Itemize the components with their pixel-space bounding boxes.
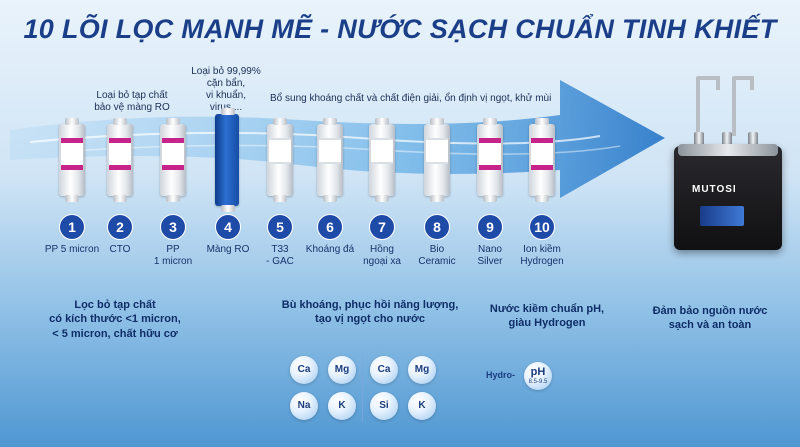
stage-number-badge: 1 [59,214,85,240]
stage-name: Màng RO [206,244,250,255]
mineral-bubble: K [328,392,356,420]
mineral-bubble: K [408,392,436,420]
filter-cartridge [529,118,555,202]
mineral-bubble: Ca [290,356,318,384]
ph-range: 8.5-9.5 [528,379,548,385]
device-display [700,206,744,226]
cartridge-label [479,138,501,170]
faucet-knob [694,132,704,146]
group-desc-safety: Đảm bảo nguồn nước sạch và an toàn [652,305,768,332]
filter-cartridge [424,118,450,202]
stage-name: PP 1 micron [153,244,193,267]
stage-number-badge: 4 [215,214,241,240]
stage-name: Khoáng đá [305,244,355,255]
cartridge-label [426,138,448,164]
stage-number-badge: 7 [369,214,395,240]
note-protect-ro: Loại bỏ tạp chất bảo vệ màng RO [94,90,170,113]
device-top-panel [678,144,778,156]
group-desc-sediment: Lọc bỏ tạp chất có kích thước <1 micron,… [49,299,181,340]
filter-cartridge [369,118,395,202]
mineral-bubble: Mg [328,356,356,384]
faucet-tip [716,76,720,90]
mineral-bubble: Si [370,392,398,420]
cartridge-label [319,138,341,164]
ph-bubble: pH 8.5-9.5 [524,362,552,390]
faucet-spout [696,76,718,80]
stage-name: Bio Ceramic [418,244,456,267]
note-remove-bacteria: Loại bỏ 99,99% cặn bẩn, vi khuẩn, virus,… [191,66,261,113]
filter-cartridge [267,118,293,202]
filter-cartridge [215,108,239,212]
faucet-pipe [732,78,736,136]
page-title: 10 LÕI LỌC MẠNH MẼ - NƯỚC SẠCH CHUẨN TIN… [23,14,777,44]
stage-number-badge: 2 [107,214,133,240]
stage-number-badge: 5 [267,214,293,240]
stage-number-badge: 8 [424,214,450,240]
stage-name: PP 5 micron [44,244,100,255]
filter-cartridge [317,118,343,202]
group-desc-minerals: Bù khoáng, phục hồi năng lượng, tạo vị n… [281,299,459,326]
faucet-pipe [696,78,700,136]
stage-number-badge: 10 [529,214,555,240]
note-minerals: Bổ sung khoáng chất và chất điện giải, ổ… [270,93,552,104]
cartridge-label [61,138,83,170]
filter-cartridge [59,118,85,202]
cartridge-label [162,138,184,170]
filter-cartridge [107,118,133,202]
cartridge-label [269,138,291,164]
group-desc-alkaline: Nước kiềm chuẩn pH, giàu Hydrogen [489,303,605,330]
stage-number-badge: 3 [160,214,186,240]
stage-name: Nano Silver [477,244,503,267]
stage-name: Ion kiềm Hydrogen [520,244,564,267]
stage-name: Hồng ngoại xa [363,244,401,267]
ph-label: pH [530,366,546,378]
filter-cartridge [160,118,186,202]
stage-name: T33 - GAC [266,244,294,267]
water-arrow-graphic [10,80,665,198]
filter-cartridge [477,118,503,202]
mineral-bubble: Mg [408,356,436,384]
faucet-tip [750,76,754,90]
faucet-spout [732,76,752,80]
bubble-divider [362,356,363,422]
mineral-bubble: Na [290,392,318,420]
stage-number-badge: 9 [477,214,503,240]
mineral-bubble: Ca [370,356,398,384]
faucet-knob [722,132,732,146]
device-brand: MUTOSI [692,184,737,195]
cartridge-label [371,138,393,164]
hydrogen-label: Hydro- [486,370,515,380]
water-purifier-device: MUTOSI [666,74,790,254]
device-body [674,146,782,250]
stage-name: CTO [109,244,131,255]
stage-number-badge: 6 [317,214,343,240]
faucet-knob [748,132,758,146]
cartridge-label [109,138,131,170]
cartridge-label [531,138,553,170]
